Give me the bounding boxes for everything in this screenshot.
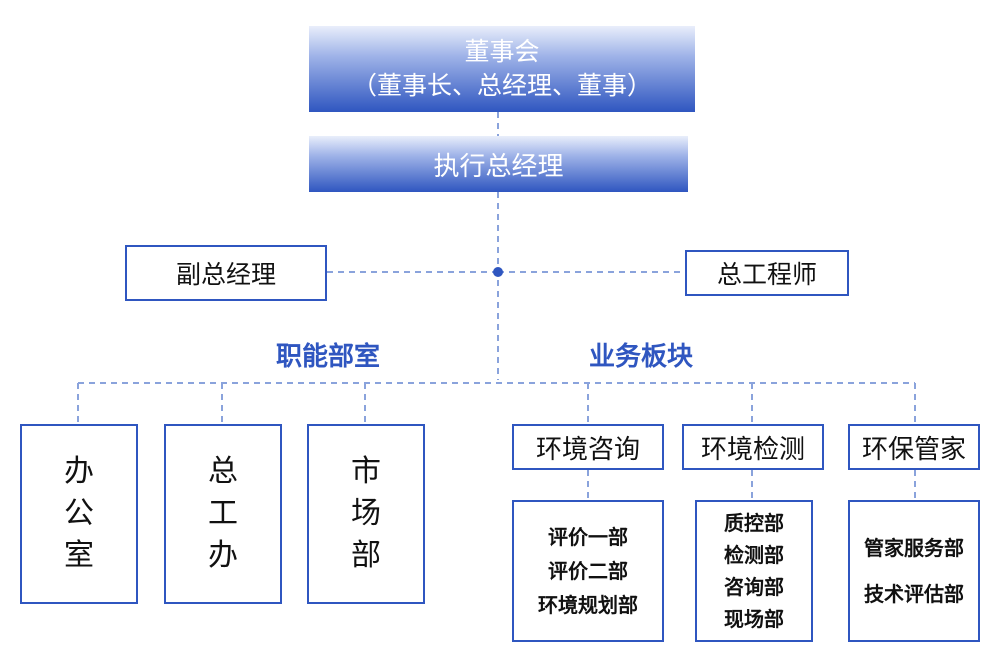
- exec-box: 执行总经理: [309, 136, 688, 192]
- dept-engineering-office-char: 总: [208, 454, 238, 489]
- subdepts-env-consulting: 评价一部 评价二部 环境规划部: [512, 500, 664, 642]
- subdept-item: 技术评估部: [864, 582, 964, 606]
- dept-office-char: 公: [64, 496, 94, 531]
- board-title: 董事会: [464, 37, 540, 66]
- dept-engineering-office-char: 工: [208, 496, 238, 531]
- exec-label: 执行总经理: [433, 151, 564, 182]
- dept-office-char: 办: [64, 454, 94, 489]
- board-box: 董事会 （董事长、总经理、董事）: [309, 26, 695, 112]
- subdept-item: 咨询部: [724, 575, 784, 599]
- unit-env-steward-label: 环保管家: [861, 434, 966, 465]
- subdept-item: 评价二部: [548, 559, 628, 583]
- section-functional: 职能部室: [276, 342, 381, 372]
- unit-env-consulting: 环境咨询: [512, 424, 664, 470]
- dept-marketing-char: 场: [351, 496, 381, 531]
- unit-env-steward: 环保管家: [848, 424, 980, 470]
- dept-marketing-char: 市: [351, 454, 381, 489]
- dept-marketing: 市 场 部: [307, 424, 425, 604]
- deputy-label: 副总经理: [175, 260, 276, 289]
- dept-marketing-char: 部: [351, 538, 381, 573]
- subdept-item: 现场部: [724, 607, 784, 631]
- junction-dot: [493, 267, 503, 277]
- dept-office-char: 室: [64, 538, 94, 573]
- subdept-item: 检测部: [724, 543, 784, 567]
- unit-env-consulting-label: 环境咨询: [535, 434, 640, 465]
- subdept-item: 管家服务部: [864, 536, 964, 560]
- dept-office: 办 公 室: [20, 424, 138, 604]
- subdept-item: 评价一部: [548, 525, 628, 549]
- subdept-item: 环境规划部: [538, 593, 638, 617]
- section-business: 业务板块: [589, 342, 694, 372]
- unit-env-testing-label: 环境检测: [700, 434, 805, 465]
- unit-env-testing: 环境检测: [682, 424, 824, 470]
- subdepts-env-testing: 质控部 检测部 咨询部 现场部: [695, 500, 813, 642]
- subdepts-env-steward: 管家服务部 技术评估部: [848, 500, 980, 642]
- dept-engineering-office-char: 办: [208, 538, 238, 573]
- chief-engineer-label: 总工程师: [716, 260, 817, 289]
- deputy-box: 副总经理: [125, 245, 327, 301]
- dept-engineering-office: 总 工 办: [164, 424, 282, 604]
- chief-engineer-box: 总工程师: [685, 250, 849, 296]
- board-members: （董事长、总经理、董事）: [351, 71, 652, 100]
- subdept-item: 质控部: [724, 511, 784, 535]
